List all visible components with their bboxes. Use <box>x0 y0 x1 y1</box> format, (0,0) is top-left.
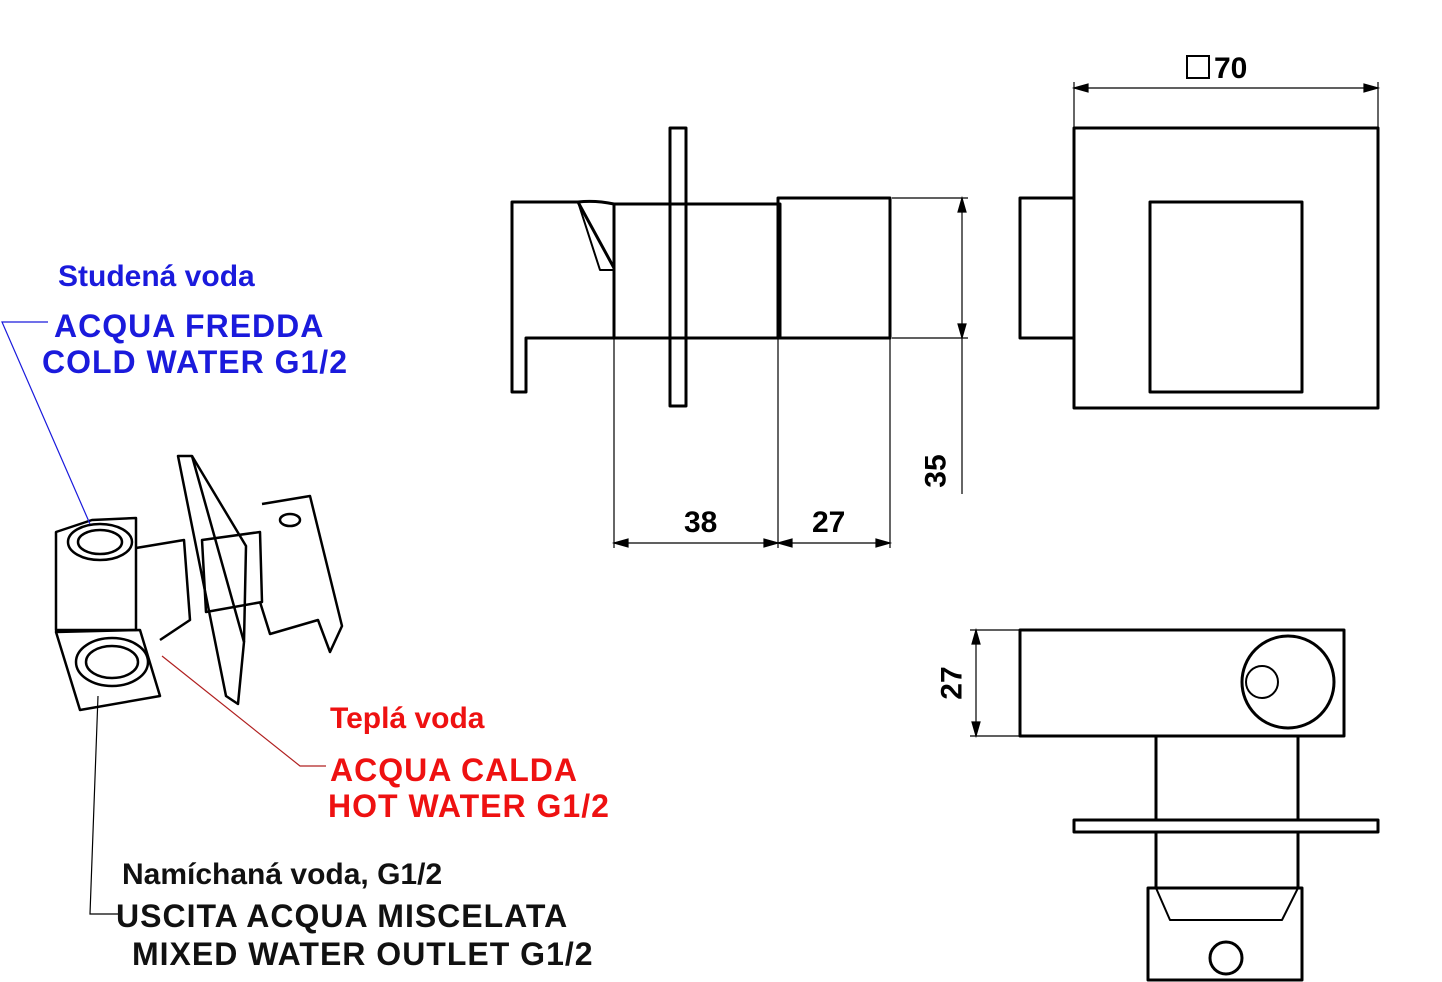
side-view-cartridge <box>776 196 892 340</box>
cold-water-line2: COLD WATER G1/2 <box>42 344 348 380</box>
front-view-stem <box>1018 196 1076 340</box>
bottom-view <box>1018 628 1380 982</box>
cold-water-line1: ACQUA FREDDA <box>54 308 325 344</box>
dim-27-side: 27 <box>812 506 846 539</box>
dim-35: 35 <box>919 454 953 488</box>
hot-water-line2: HOT WATER G1/2 <box>328 788 610 824</box>
side-view-plate <box>668 126 688 408</box>
front-view-plate <box>1072 126 1380 410</box>
cold-leader-line <box>1 321 91 525</box>
side-view-lever <box>510 200 616 394</box>
bottom-view-body <box>1018 628 1346 738</box>
bottom-view-lever <box>1146 886 1304 982</box>
hot-water-title: Teplá voda <box>330 702 485 735</box>
dim-38: 38 <box>684 506 718 539</box>
mixed-water-line2: MIXED WATER OUTLET G1/2 <box>132 936 594 972</box>
cold-water-title: Studená voda <box>58 260 255 293</box>
dim-square-70: 70 <box>1186 52 1247 86</box>
mixed-water-line1: USCITA ACQUA MISCELATA <box>116 898 569 934</box>
bottom-view-stem <box>1154 734 1300 822</box>
hot-leader-line <box>161 655 326 767</box>
front-view <box>1018 126 1380 410</box>
mixed-leader-line <box>89 695 118 915</box>
square-icon <box>1186 55 1210 79</box>
dim-27-bottom: 27 <box>935 666 969 700</box>
isometric-fitting <box>54 454 344 712</box>
bottom-view-port <box>1240 634 1336 730</box>
side-view-body <box>612 202 782 340</box>
bottom-view-lower-stem <box>1154 830 1300 890</box>
front-view-handle <box>1148 200 1304 394</box>
bottom-view-plate <box>1072 818 1380 834</box>
side-view <box>510 126 892 408</box>
mixed-water-title: Namíchaná voda, G1/2 <box>122 858 443 891</box>
hot-water-line1: ACQUA CALDA <box>330 752 579 788</box>
